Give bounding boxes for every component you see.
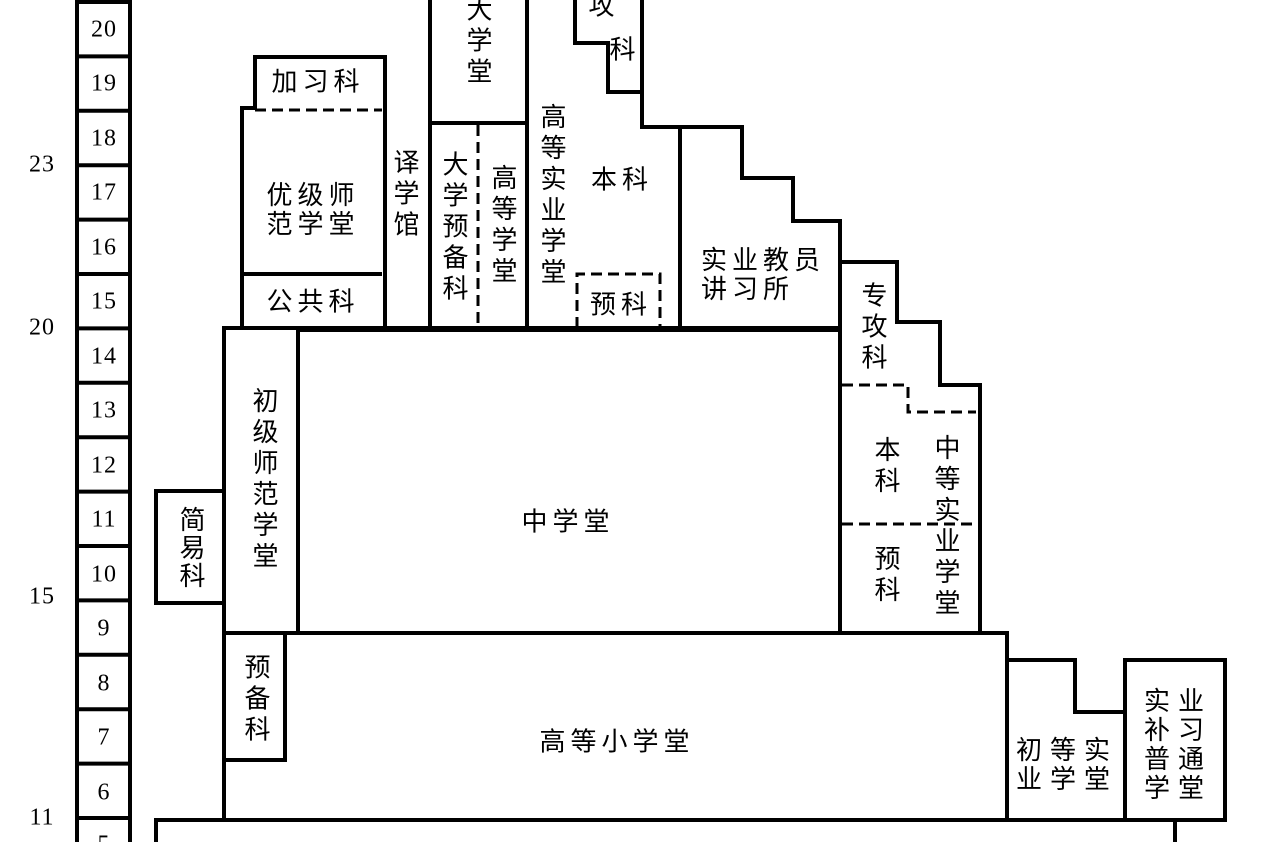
gaodeng-shiye-yuke-label: 预科 (589, 290, 653, 320)
label-line: 业学堂 (1015, 765, 1119, 794)
chuji-shifan-label: 初级师范学堂 (249, 387, 278, 573)
gaodeng-xuetang-label: 高等学堂 (488, 164, 517, 288)
grade-label: 5 (98, 832, 111, 842)
shiye-jiaoyuan-label: 实业教员 讲习所 (701, 246, 825, 304)
label-line: 实业 (1143, 687, 1213, 716)
gaodeng-xiaoxue-label: 高等小学堂 (539, 727, 695, 757)
grade-label: 14 (91, 343, 117, 370)
label-line: 范学堂 (266, 210, 360, 239)
grade-label: 10 (91, 561, 117, 588)
zhongdeng-yuke-label: 预科 (871, 545, 900, 607)
age-label: 23 (29, 151, 55, 178)
grade-label: 12 (91, 452, 117, 479)
jianyike-label: 简易科 (176, 506, 205, 590)
grade-label: 7 (97, 724, 111, 751)
grade-label: 16 (91, 234, 117, 261)
zhongxuetang-box (296, 328, 842, 635)
gonggongke-label: 公共科 (266, 287, 360, 317)
grade-label: 11 (91, 506, 117, 533)
grade-label: 17 (91, 179, 117, 206)
zhongdeng-benke-label: 本科 (871, 436, 900, 498)
zhongdeng-shiye-label: 中等实业学堂 (931, 434, 960, 620)
gaodeng-shiye-benke-label: 本科 (590, 165, 654, 195)
zhuangong-top-char: 攻 (588, 0, 620, 21)
label-line: 补习 (1143, 716, 1213, 745)
zhuangongke-label: 专攻科 (858, 281, 887, 375)
label-line: 学堂 (1143, 774, 1213, 803)
label-line: 优级师 (266, 181, 360, 210)
jiaxike-label: 加习科 (271, 67, 365, 97)
shiye-buxi-label: 实业 补习 普通 学堂 (1144, 687, 1212, 803)
age-label: 20 (29, 314, 55, 341)
grade-label: 6 (97, 779, 111, 806)
label-line: 实业教员 (700, 246, 826, 275)
grade-label: 13 (91, 397, 117, 424)
zhongxuetang-label: 中学堂 (521, 507, 615, 537)
grade-ruler (75, 0, 132, 842)
age-label: 15 (29, 583, 55, 610)
grade-label: 18 (91, 125, 117, 152)
grade-label: 15 (91, 288, 117, 315)
label-line: 普通 (1143, 745, 1213, 774)
label-line: 讲习所 (700, 275, 795, 304)
yixueguan-label: 译学馆 (390, 148, 419, 242)
chudeng-shiye-label: 初等实 业学堂 (1016, 736, 1118, 794)
grade-label: 9 (97, 615, 111, 642)
age-label: 11 (29, 804, 55, 831)
yubeike-label: 预备科 (241, 653, 270, 747)
gaodeng-shiye-label: 高等实业学堂 (537, 103, 566, 289)
zhuangong-top-char: 科 (609, 35, 641, 65)
youji-shifan-label: 优级师 范学堂 (266, 181, 359, 239)
daxue-yubeike-label: 大学预备科 (439, 150, 468, 306)
grade-label: 20 (91, 16, 117, 43)
label-line: 初等实 (1015, 736, 1119, 765)
gaodeng-xiaoxue-box (222, 631, 1009, 822)
daxuetang-label: 大学堂 (463, 0, 492, 89)
ruler-dividers (77, 0, 130, 820)
grade-label: 8 (97, 670, 111, 697)
grade-label: 19 (91, 70, 117, 97)
